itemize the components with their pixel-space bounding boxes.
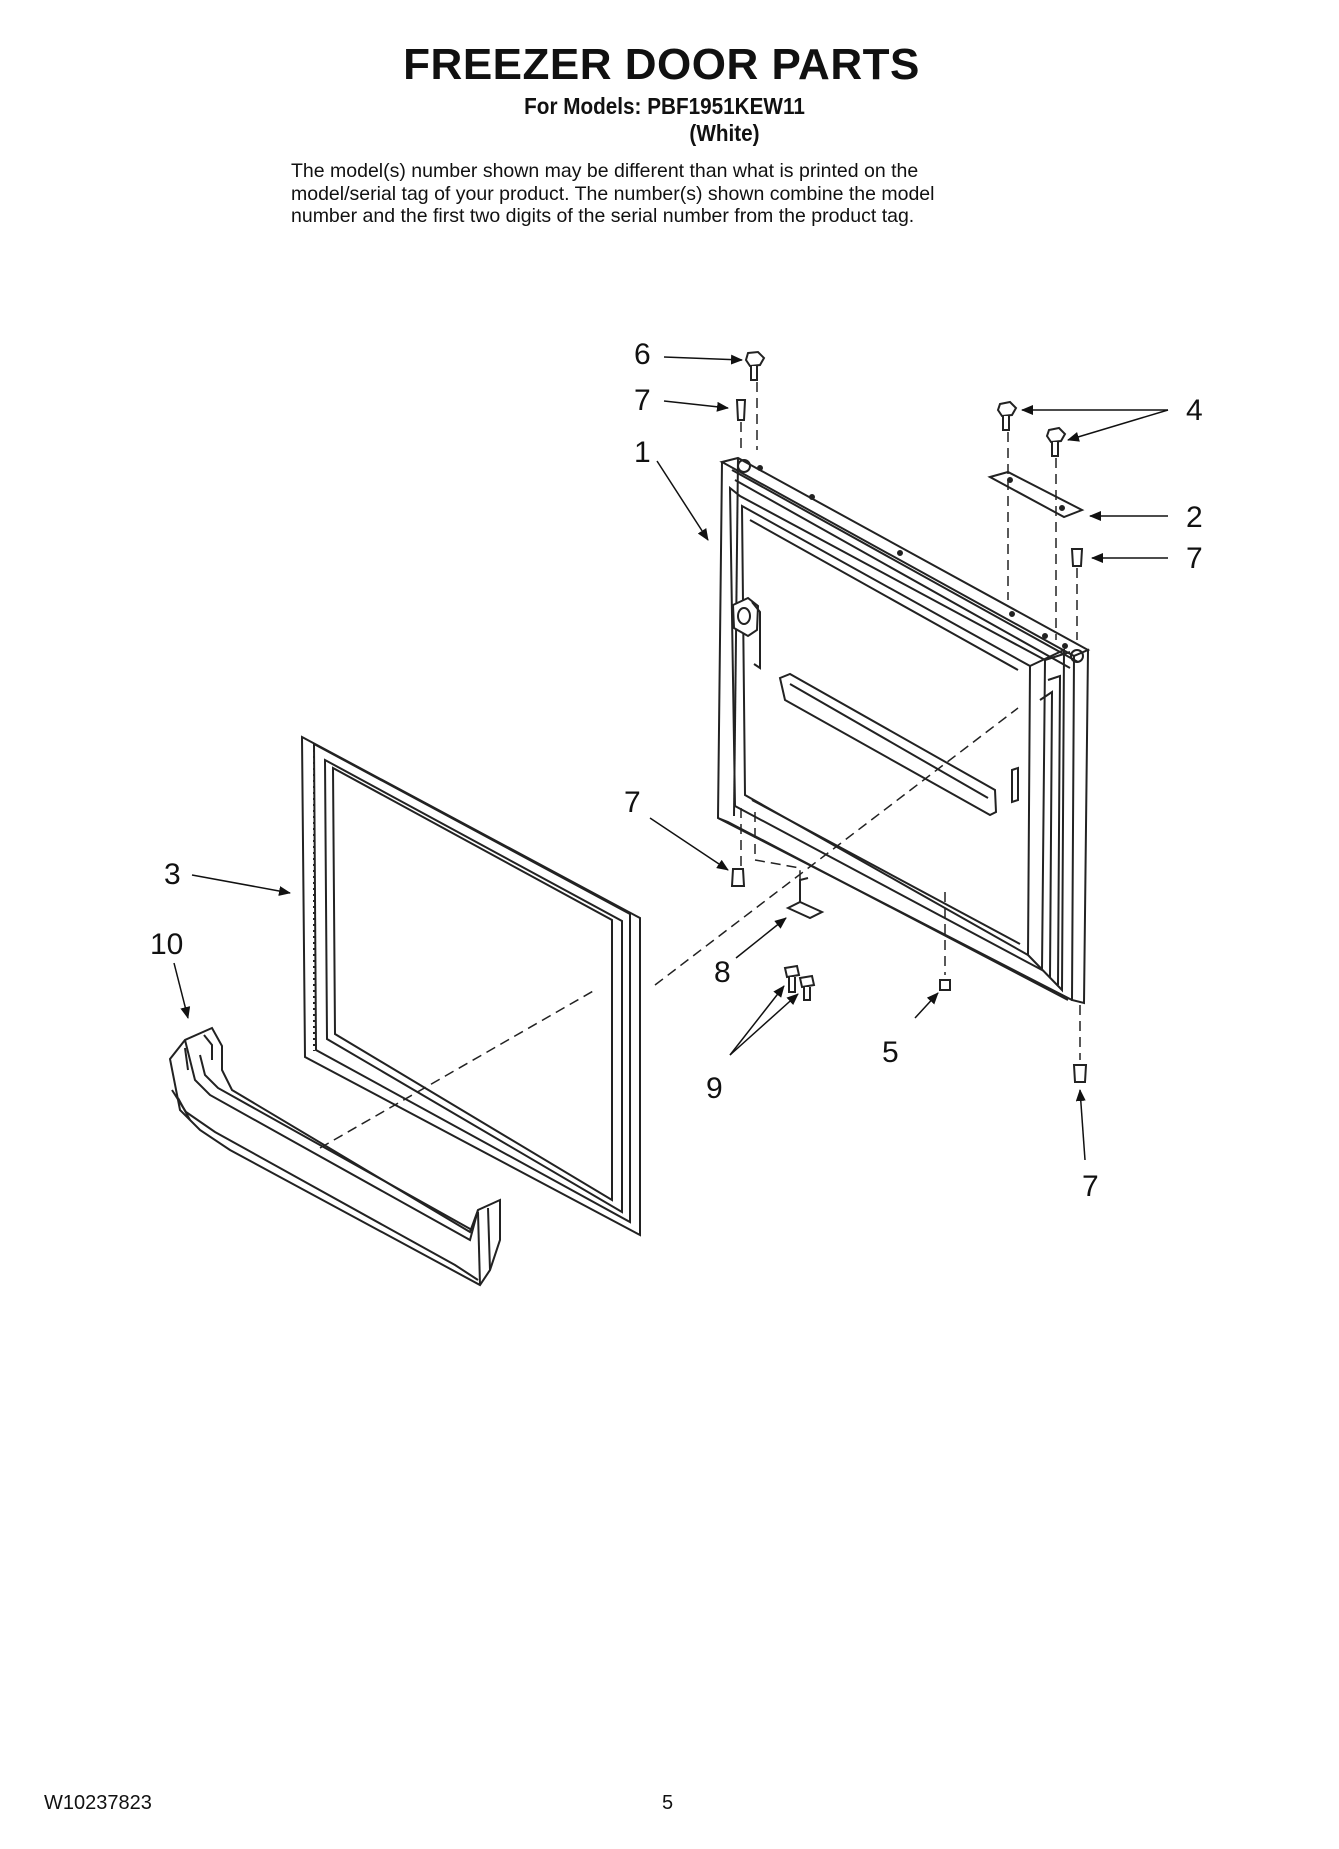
callout-8: 8: [714, 956, 731, 989]
callout-7-bottom: 7: [1082, 1170, 1099, 1203]
disclaimer-line-1: The model(s) number shown may be differe…: [291, 160, 919, 182]
callout-5: 5: [882, 1036, 899, 1069]
hardware-parts: [730, 350, 1088, 1083]
door-shelf-bin: [168, 1026, 501, 1287]
leader-arrows: [173, 354, 1169, 1161]
callout-9: 9: [706, 1072, 723, 1105]
callout-2: 2: [1186, 501, 1203, 534]
callout-10: 10: [150, 928, 183, 961]
document-number: W10237823: [44, 1792, 152, 1814]
page-title: FREEZER DOOR PARTS: [403, 40, 920, 89]
alignment-lines: [319, 382, 1081, 1149]
callout-1: 1: [634, 436, 651, 469]
freezer-door: [716, 456, 1091, 1005]
color-line: (White): [689, 120, 760, 146]
callout-7-mid: 7: [624, 786, 641, 819]
disclaimer-line-2: model/serial tag of your product. The nu…: [291, 182, 935, 205]
callout-6: 6: [634, 338, 651, 371]
door-gasket: [300, 735, 641, 1237]
page-number: 5: [662, 1792, 674, 1814]
callout-7-right: 7: [1186, 542, 1203, 575]
disclaimer-text: The model(s) number shown may be differe…: [291, 160, 1091, 228]
disclaimer-line-3: number and the first two digits of the s…: [291, 205, 915, 227]
callout-4: 4: [1186, 394, 1203, 427]
callout-7-top: 7: [634, 384, 651, 417]
models-line: For Models: PBF1951KEW11: [524, 93, 805, 119]
callout-3: 3: [164, 858, 181, 891]
